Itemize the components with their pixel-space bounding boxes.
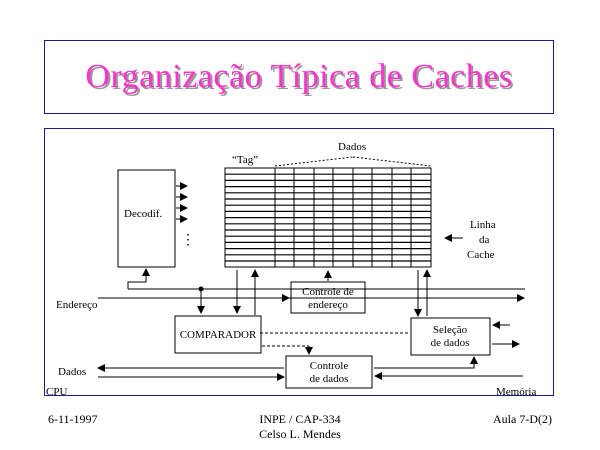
footer-lesson: Aula 7-D(2) — [493, 412, 552, 426]
footer-center: INPE / CAP-334 Celso L. Mendes — [230, 412, 370, 442]
comparator-label: COMPARADOR — [180, 329, 257, 341]
cache-array — [224, 167, 432, 268]
decoder-box — [117, 169, 176, 268]
memory-label: Memória — [496, 386, 536, 398]
data-control-box — [285, 355, 373, 389]
decoder-label: Decodif. — [124, 208, 162, 220]
linha-label-3: Cache — [467, 249, 495, 261]
footer-date: 6-11-1997 — [48, 412, 98, 426]
diagram-frame — [44, 128, 554, 396]
footer-author: Celso L. Mendes — [259, 427, 341, 441]
data-select-label-1: Seleção — [433, 324, 468, 336]
cpu-label: CPU — [46, 386, 67, 398]
data-control-label-1: Controle — [310, 360, 349, 372]
internal-links — [233, 269, 520, 355]
decoder-outputs — [176, 182, 188, 223]
title-box: Organização Típica de Caches — [44, 40, 554, 114]
linha-label-1: Linha — [470, 219, 496, 231]
data-select-box — [410, 317, 491, 356]
footer-course: INPE / CAP-334 — [259, 412, 341, 426]
address-bus — [98, 268, 525, 314]
ellipsis-icon: ⋮ — [181, 233, 195, 248]
slide-title: Organização Típica de Caches — [85, 58, 513, 95]
address-label: Endereço — [56, 299, 98, 311]
address-control-label-2: endereço — [308, 299, 348, 311]
data-bus-label: Dados — [58, 366, 86, 378]
linha-label-2: da — [479, 234, 490, 246]
data-select-label-2: de dados — [431, 337, 470, 349]
data-bus — [97, 356, 523, 381]
tag-label: “Tag” — [232, 154, 258, 166]
comparator-box — [174, 315, 262, 354]
data-label: Dados — [338, 141, 366, 153]
address-control-label-1: Controle de — [302, 286, 354, 298]
data-control-label-2: de dados — [310, 373, 349, 385]
data-brace — [274, 156, 432, 167]
